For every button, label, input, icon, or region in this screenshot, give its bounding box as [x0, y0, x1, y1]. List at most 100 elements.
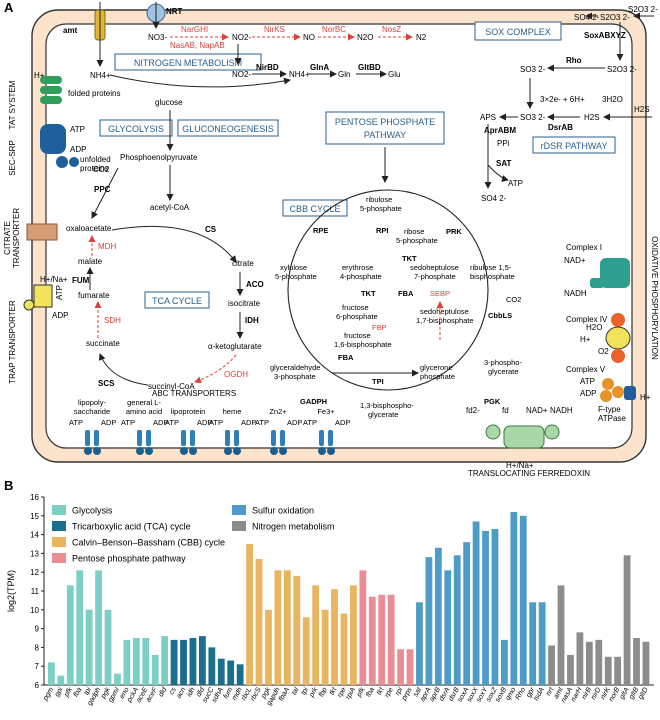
y-tick-label: 9	[35, 625, 40, 634]
abc-adp-label: ADP	[335, 418, 350, 427]
x-tick-label: fbp	[318, 686, 329, 698]
x-tick-label: prk	[308, 686, 320, 699]
cell-inner-membrane	[45, 23, 633, 449]
abc-substrate-label: lipoprotein	[171, 407, 206, 416]
unfolded-label-2: proteins	[80, 164, 108, 173]
idh-label: IDH	[245, 316, 259, 325]
malate-label: malate	[78, 257, 103, 266]
bar	[142, 638, 150, 685]
glycolysis-box	[99, 119, 173, 137]
x-tick-label: fba	[73, 686, 84, 698]
sebp-label: SEBP	[430, 289, 450, 298]
bar	[472, 521, 480, 685]
abc-atp-label: ATP	[255, 418, 269, 427]
sox-complex-box	[474, 21, 562, 41]
y-tick-label: 13	[30, 549, 39, 558]
bar	[302, 617, 310, 685]
f6p-label-2: 6-phosphate	[336, 312, 378, 321]
fum-label: FUM	[72, 276, 90, 285]
bar	[180, 639, 187, 685]
nitrogen-metabolism-label: NITROGEN METABOLISM	[134, 58, 242, 68]
oxaloacetate-label: oxaloacetate	[66, 224, 112, 233]
abc-adp-label: ADP	[241, 418, 256, 427]
abc-transporter-icon	[225, 430, 230, 446]
abc-substrate-label: lipopoly-	[78, 398, 106, 407]
bar	[519, 515, 527, 685]
abc-transporter-icon	[85, 430, 90, 446]
g3p-label-1: glyceraldehyde	[270, 363, 320, 372]
n2-label: N2	[416, 33, 427, 42]
x-tick-label: gpi	[54, 686, 65, 698]
nitrogen-pathway: amt NH4+ NRT NO3- NarGHI NasAB, NapAB NO…	[63, 2, 427, 88]
x-tick-label: sat	[412, 686, 423, 699]
bar	[255, 559, 263, 685]
so4-a-label: SO4 2-	[574, 13, 600, 22]
x-tick-label: tpi	[83, 686, 93, 696]
y-axis-label: log2(TPM)	[6, 570, 16, 612]
rubp-label-1: ribulose 1,5-	[470, 263, 512, 272]
legend-label: Pentose phosphate pathway	[72, 554, 186, 564]
bar	[538, 602, 546, 685]
abc-nbd-icon	[233, 447, 241, 455]
bar	[293, 575, 301, 685]
bar	[359, 570, 367, 685]
legend-label: Calvin–Benson–Bassham (CBB) cycle	[72, 538, 225, 548]
bar	[567, 654, 574, 685]
s2o3-out-label: S2O3 2-	[628, 5, 658, 14]
abc-atp-label: ATP	[303, 418, 317, 427]
bar	[85, 609, 93, 685]
y-tick-label: 6	[35, 681, 40, 690]
unfolded-label-1: unfolded	[80, 155, 111, 164]
tca-cycle-box	[144, 291, 210, 309]
cbb-cycle-label: CBB CYCLE	[289, 204, 340, 214]
bar	[548, 645, 555, 685]
x-tick-label: fba	[365, 686, 376, 698]
abc-transporter-icon	[137, 430, 142, 446]
abc-adp-label: ADP	[153, 418, 168, 427]
gltbd-label: GltBD	[358, 63, 381, 72]
glucose-label: glucose	[155, 98, 183, 107]
c5-h-label: H+	[640, 393, 651, 402]
glna-label: GlnA	[310, 63, 329, 72]
f6p-label-1: fructose	[342, 303, 369, 312]
bar	[321, 609, 329, 685]
abc-nbd-icon	[180, 447, 188, 455]
nitrogen-metabolism-box	[114, 53, 262, 71]
pep-label: Phosphoenolpyruvate	[120, 153, 198, 162]
abc-transporter-icon	[181, 430, 186, 446]
ftype-label-2: ATPase	[598, 414, 626, 423]
trap-atp-label: ATP	[55, 285, 64, 300]
legend-swatch	[232, 521, 246, 531]
x-tick-label: tpi	[300, 686, 310, 696]
abc-adp-label: ADP	[101, 418, 116, 427]
pga-label-2: glycerate	[488, 367, 518, 376]
sed7-label-1: sedoheptulose	[410, 263, 459, 272]
bar	[76, 570, 84, 685]
citrate-transporter-label-2: TRANSPORTER	[12, 208, 21, 269]
abc-transporter-icon	[234, 430, 239, 446]
abc-nbd-icon	[279, 447, 287, 455]
so3-a-label: SO3 2-	[520, 65, 546, 74]
gln-label: Gln	[338, 70, 350, 79]
bar	[491, 528, 499, 685]
bar	[189, 638, 197, 685]
legend-swatch	[52, 505, 66, 515]
erythrose-label-2: 4-phosphate	[340, 272, 382, 281]
gluconeogenesis-label: GLUCONEOGENESIS	[182, 124, 274, 134]
ogdh-label: OGDH	[224, 370, 248, 379]
ppp-box	[325, 111, 445, 145]
trap-h-label: H+/Na+	[40, 275, 68, 284]
tat-icon	[40, 76, 62, 84]
nh4-in-label: NH4+	[90, 71, 111, 80]
citrate-label: citrate	[232, 259, 254, 268]
ppi-label: PPi	[497, 139, 510, 148]
abc-nbd-icon	[270, 447, 278, 455]
bar	[132, 638, 140, 685]
bar	[104, 609, 112, 685]
x-tick-label: dld	[158, 686, 169, 699]
sed17-label-1: sedoheptulose	[420, 307, 469, 316]
rpe-label: RPE	[313, 226, 328, 235]
